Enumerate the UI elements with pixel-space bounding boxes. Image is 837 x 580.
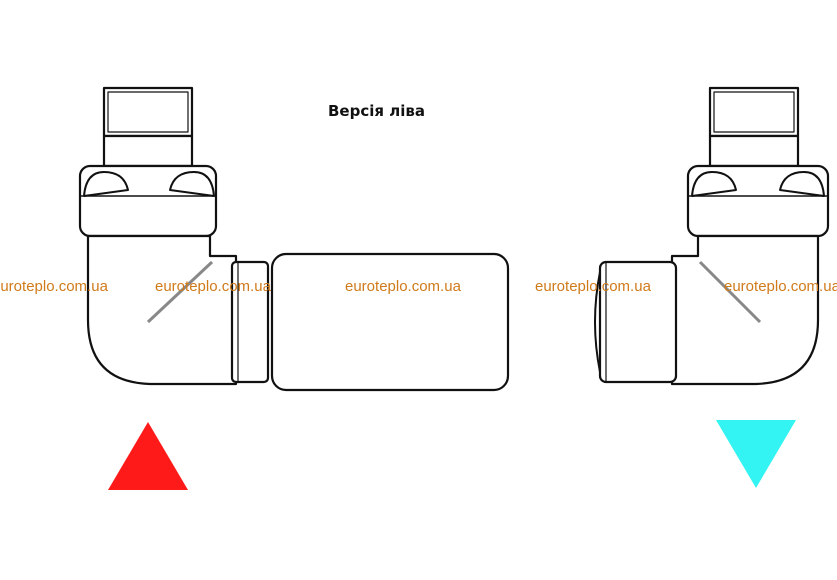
watermark-3: euroteplo.com.ua: [345, 278, 461, 295]
watermark-1: euroteplo.com.ua: [0, 278, 108, 295]
right-elbow-body: [670, 234, 820, 386]
left-thread-neck: [102, 134, 194, 168]
left-connector-ring: [230, 260, 270, 384]
left-angle-valve: [78, 86, 510, 392]
cold-triangle-icon: [716, 420, 796, 488]
right-cap-ring: [598, 260, 678, 384]
left-thermostat-head: [270, 252, 510, 392]
right-thread-neck: [708, 134, 800, 168]
right-angle-valve: [594, 86, 830, 386]
watermark-5: euroteplo.com.ua: [724, 278, 837, 295]
hot-triangle-icon: [108, 422, 188, 490]
left-thread-cap: [102, 86, 194, 138]
right-thread-cap: [708, 86, 800, 138]
watermark-4: euroteplo.com.ua: [535, 278, 651, 295]
watermark-2: euroteplo.com.ua: [155, 278, 271, 295]
diagram-title: Версія ліва: [328, 102, 425, 120]
